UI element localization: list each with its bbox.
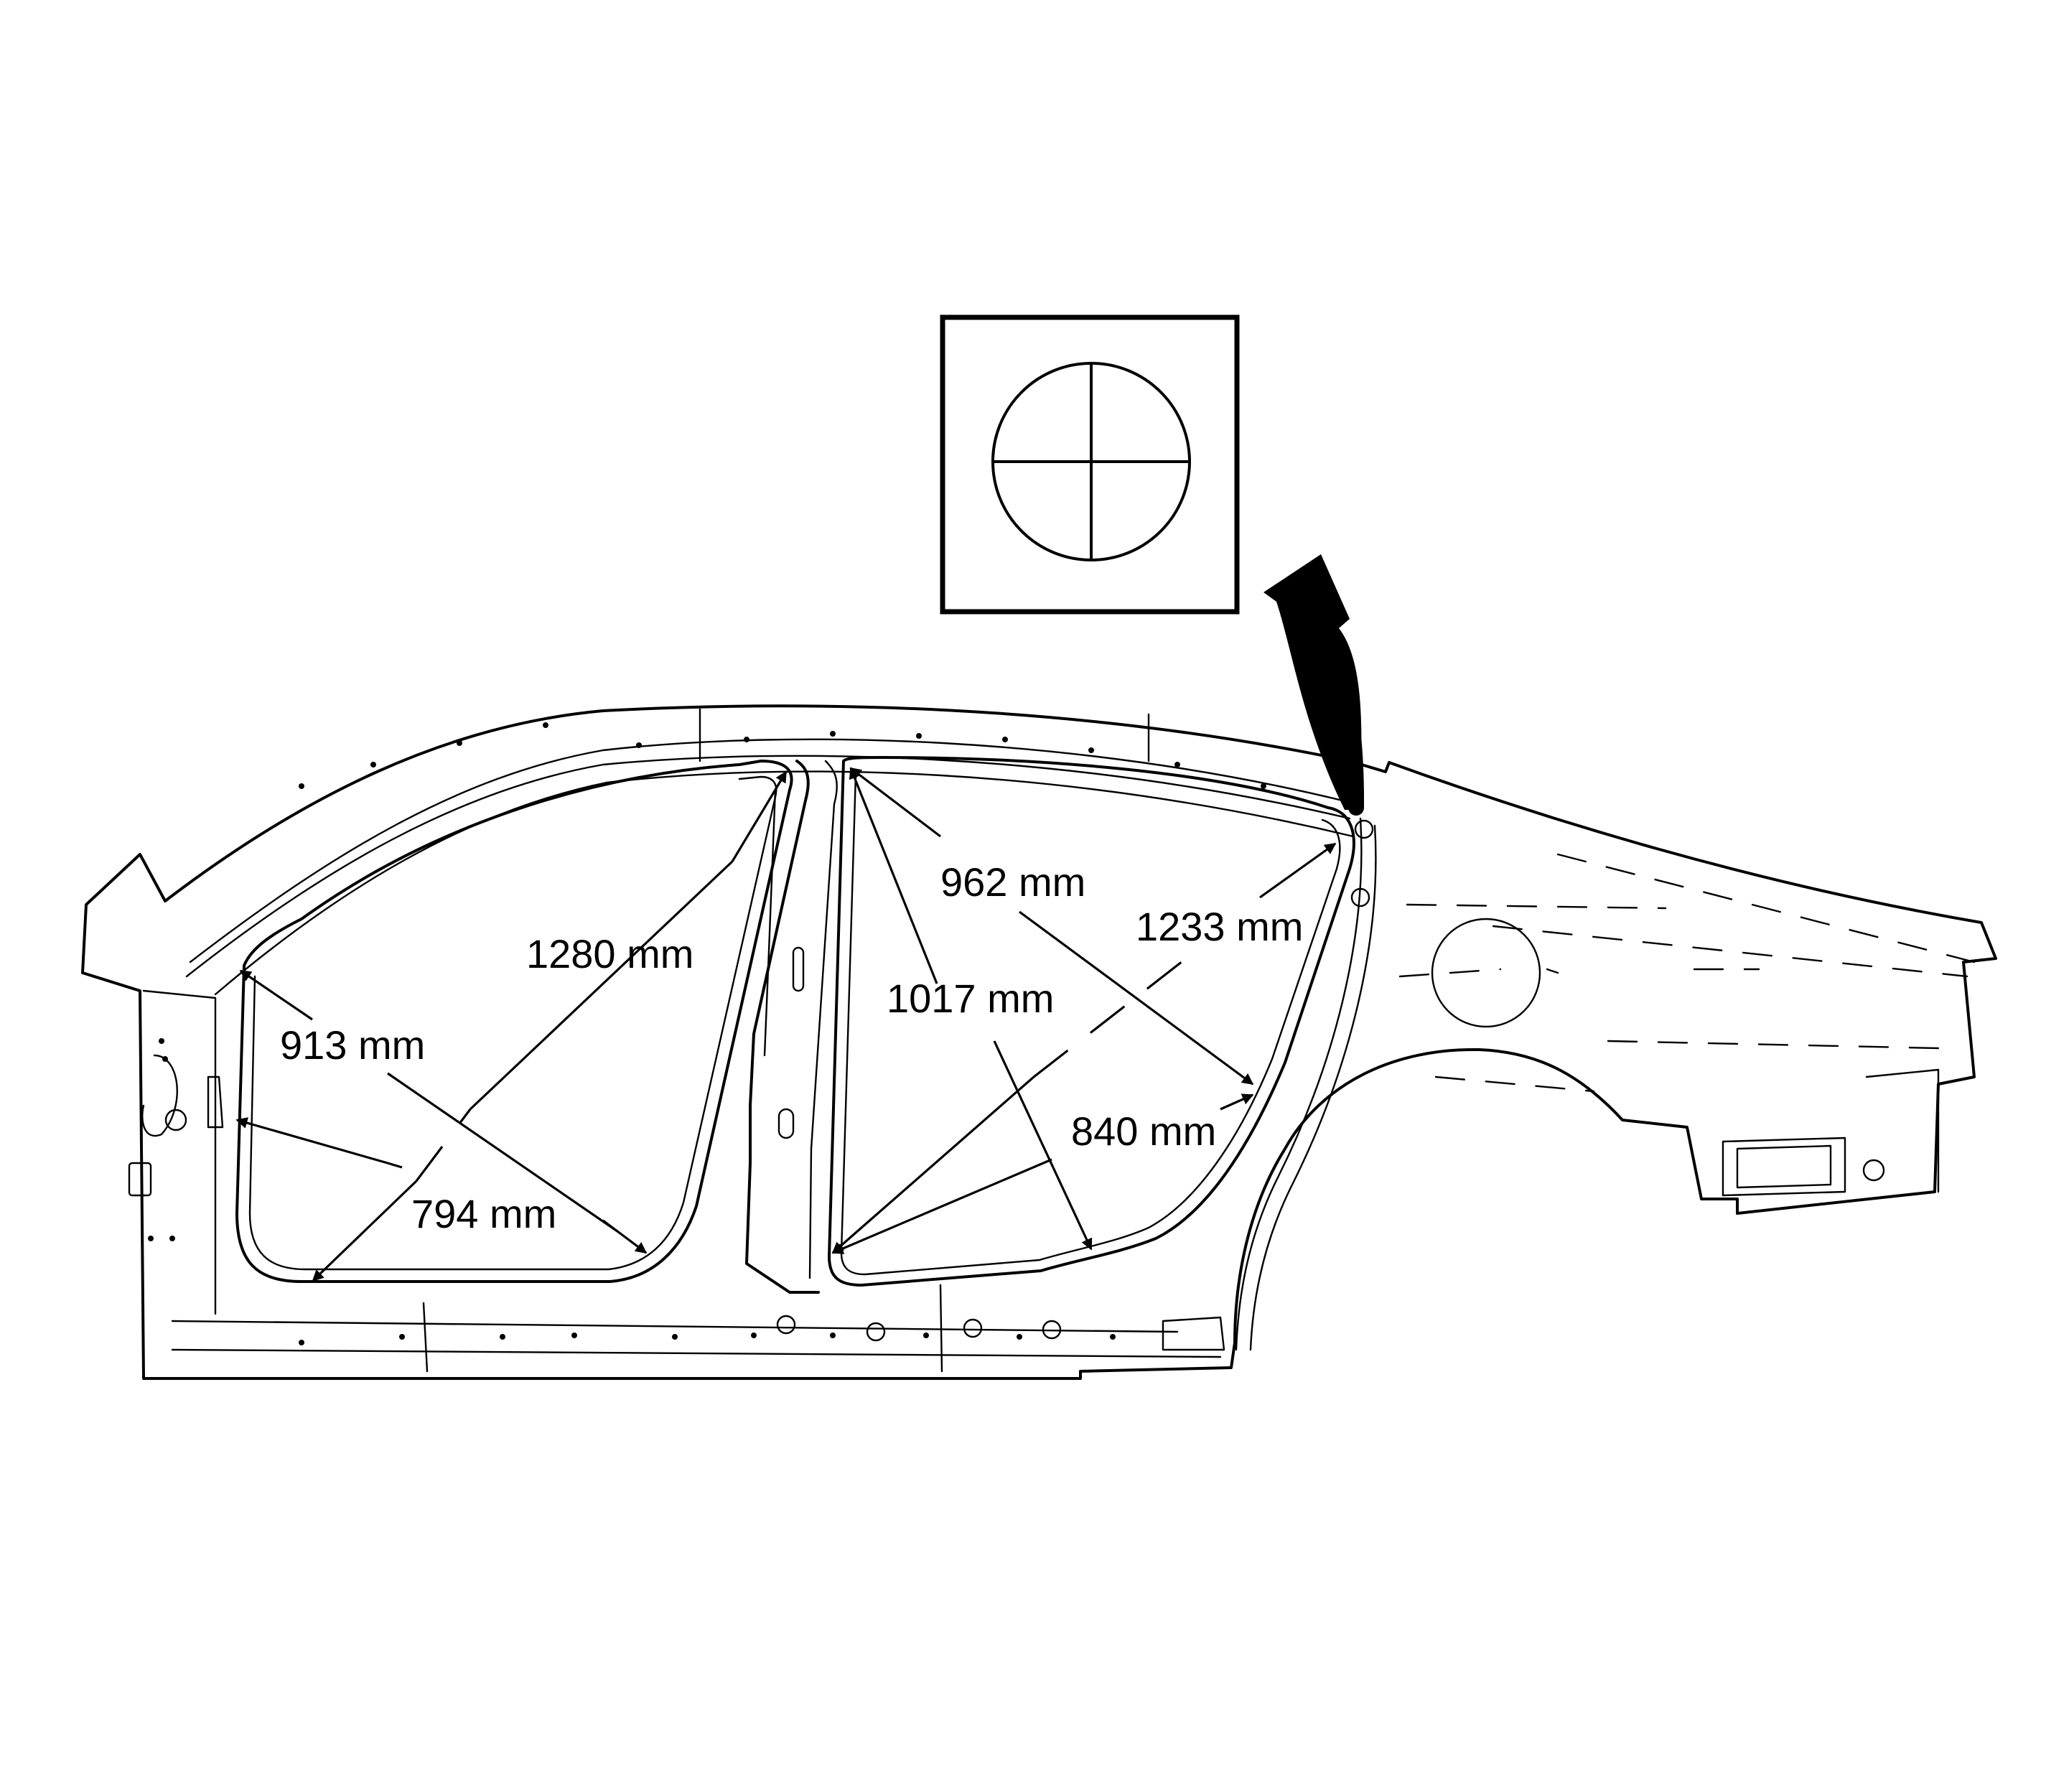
dim-line-913 xyxy=(239,969,313,1021)
dim-line-840 xyxy=(831,1158,1052,1254)
dim-line-794 xyxy=(235,1117,388,1165)
dimension-lines xyxy=(235,767,1337,1282)
measurement-reference-target-icon xyxy=(940,314,1240,615)
label-913: 913 mm xyxy=(280,1022,425,1068)
label-840: 840 mm xyxy=(1071,1109,1216,1154)
dim-line-962 xyxy=(849,767,941,838)
dim-line-1017 xyxy=(849,767,938,984)
curved-callout-arrow-icon xyxy=(1263,554,1365,816)
dimension-labels: 1280 mm 913 mm 794 mm 962 mm 1233 mm 101… xyxy=(280,859,1303,1236)
label-1280: 1280 mm xyxy=(526,931,693,976)
spot-weld-dots xyxy=(148,722,1266,1345)
body-side-panel xyxy=(81,704,1997,1380)
label-962: 962 mm xyxy=(940,859,1085,905)
dim-line-1280 xyxy=(731,770,788,862)
label-1017: 1017 mm xyxy=(887,976,1054,1021)
dim-line-1233 xyxy=(1259,842,1337,899)
label-794: 794 mm xyxy=(411,1191,556,1236)
label-1233: 1233 mm xyxy=(1136,904,1303,949)
